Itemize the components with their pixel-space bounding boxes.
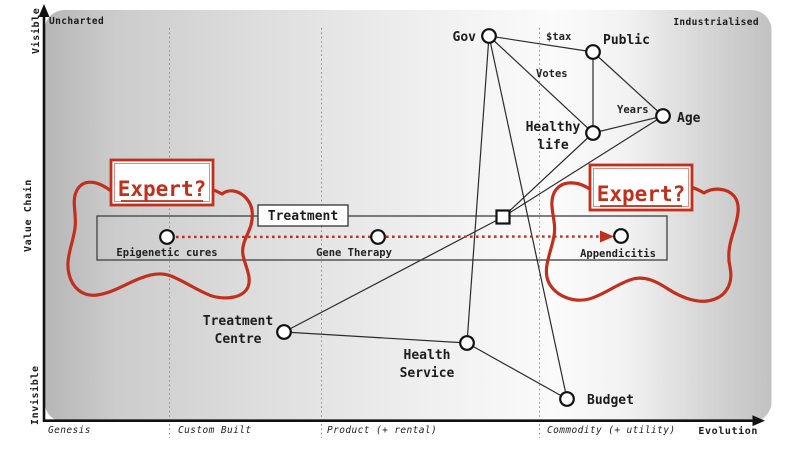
edges: [283, 35, 664, 400]
expert-right-label: Expert?: [597, 182, 686, 206]
treatment-centre-label-line2: Centre: [215, 332, 262, 347]
treatment-label: Treatment: [268, 209, 338, 224]
expert-box-left-border: [109, 158, 215, 207]
node-treatment-centre: [276, 324, 292, 340]
healthy-life-label-line1: Healthy: [526, 120, 581, 135]
health-service-label-line1: Health: [404, 348, 451, 363]
expert-blob-right: [544, 180, 740, 303]
epigenetic-cures-label: Epigenetic cures: [116, 247, 217, 259]
votes-edge-label: Votes: [536, 68, 568, 80]
edge-treatment-centre-health-service: [283, 331, 468, 344]
node-epigenetic-cures: [159, 229, 175, 245]
health-service-label-line2: Service: [400, 366, 455, 381]
healthy-life-label-line2: life: [537, 138, 568, 153]
node-public: [585, 44, 601, 60]
node-gene-therapy: [370, 229, 386, 245]
treatment-centre-label-line1: Treatment: [203, 314, 273, 329]
stage-product-label: Product (+ rental): [327, 425, 437, 436]
gene-therapy-label: Gene Therapy: [316, 247, 393, 259]
node-healthy-life: [585, 125, 601, 141]
expert-blobs: [66, 180, 740, 303]
axes: [38, 4, 765, 427]
treatment-label-border: [257, 204, 349, 227]
industrialised-label: Industrialised: [673, 17, 759, 28]
edge-gov-health-service: [466, 35, 490, 344]
public-label: Public: [603, 33, 650, 48]
value-chain-label: Value Chain: [22, 179, 34, 252]
stage-custom-built-label: Custom Built: [178, 425, 251, 436]
expert-box-right: Expert?: [588, 163, 694, 212]
pipeline-box: [96, 215, 668, 261]
node-treatment-pipeline-square: [495, 209, 511, 225]
nodes: [159, 28, 671, 407]
edge-healthy-life-age: [592, 115, 664, 134]
gov-label: Gov: [453, 30, 477, 45]
age-label: Age: [677, 111, 701, 126]
expert-box-left: Expert?: [109, 158, 215, 207]
uncharted-label: Uncharted: [49, 16, 104, 27]
node-health-service: [459, 335, 475, 351]
appendicitis-label: Appendicitis: [580, 248, 656, 260]
y-axis-arrowhead: [38, 4, 50, 17]
tax-edge-label: $tax: [546, 31, 572, 43]
edge-treatment-healthy-life: [502, 132, 594, 218]
visible-label: Visible: [30, 8, 42, 54]
stage-commodity-label: Commodity (+ utility): [547, 425, 676, 436]
edge-health-service-budget: [466, 342, 568, 400]
edge-treatment-age: [502, 115, 664, 218]
evolution-arrow-dotted-line: [175, 235, 602, 239]
node-appendicitis: [613, 228, 629, 244]
edge-gov-public: [488, 35, 594, 53]
node-gov: [481, 28, 497, 44]
budget-label: Budget: [587, 393, 634, 408]
invisible-label: Invisible: [29, 365, 41, 425]
node-age: [655, 108, 671, 124]
edge-gov-budget: [488, 35, 568, 400]
evolution-label: Evolution: [698, 425, 758, 437]
evolution-arrowhead: [600, 230, 614, 243]
expert-left-label: Expert?: [118, 177, 207, 201]
years-edge-label: Years: [617, 104, 649, 116]
edge-gov-healthy-life: [488, 35, 594, 134]
evolution-arrow-red: [175, 230, 614, 243]
expert-blob-left: [66, 180, 254, 300]
expert-box-right-border: [588, 163, 694, 212]
x-axis-arrowhead: [752, 415, 765, 427]
node-budget: [559, 391, 575, 407]
stage-genesis-label: Genesis: [48, 425, 91, 436]
edge-public-age: [592, 51, 664, 117]
treatment-label-box: Treatment: [257, 204, 349, 227]
